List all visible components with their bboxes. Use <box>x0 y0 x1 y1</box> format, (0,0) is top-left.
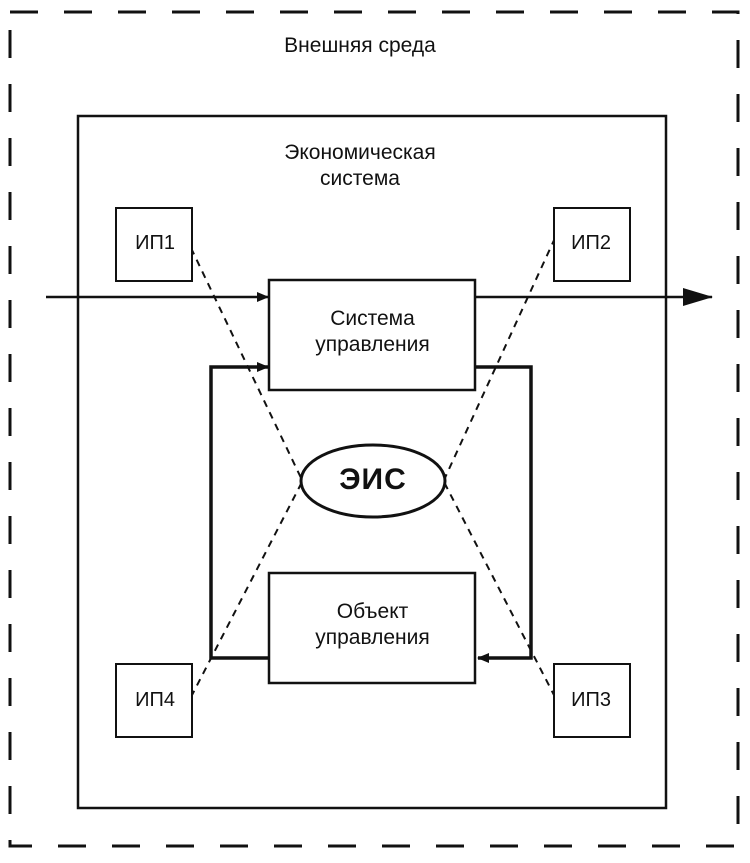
link-ip3-eis <box>443 481 556 698</box>
economic-system-boundary <box>76 114 668 810</box>
control-object-label: Объект управления <box>315 600 430 649</box>
link-ip4-eis <box>190 481 303 698</box>
ip1-label: ИП1 <box>135 232 175 254</box>
link-ip2-eis <box>443 237 556 481</box>
external-environment-boundary <box>8 10 740 848</box>
control-system-label: Система управления <box>315 307 430 356</box>
eis-label: ЭИС <box>339 463 407 496</box>
feedback-line-left <box>209 362 270 660</box>
ip3-label: ИП3 <box>571 689 611 711</box>
economic-system-label: Экономическая система <box>284 141 436 190</box>
external-environment-label: Внешняя среда <box>284 34 436 57</box>
control-object-box <box>267 571 477 685</box>
feedback-line-right <box>475 365 533 663</box>
ip4-label: ИП4 <box>135 689 175 711</box>
link-ip1-eis <box>190 247 303 481</box>
ip1-box <box>115 207 193 282</box>
eis-ellipse <box>299 443 447 519</box>
ip4-box <box>115 663 193 738</box>
control-system-box <box>267 278 477 392</box>
ip2-box <box>553 207 631 282</box>
ip3-box <box>553 663 631 738</box>
ip2-label: ИП2 <box>571 232 611 254</box>
